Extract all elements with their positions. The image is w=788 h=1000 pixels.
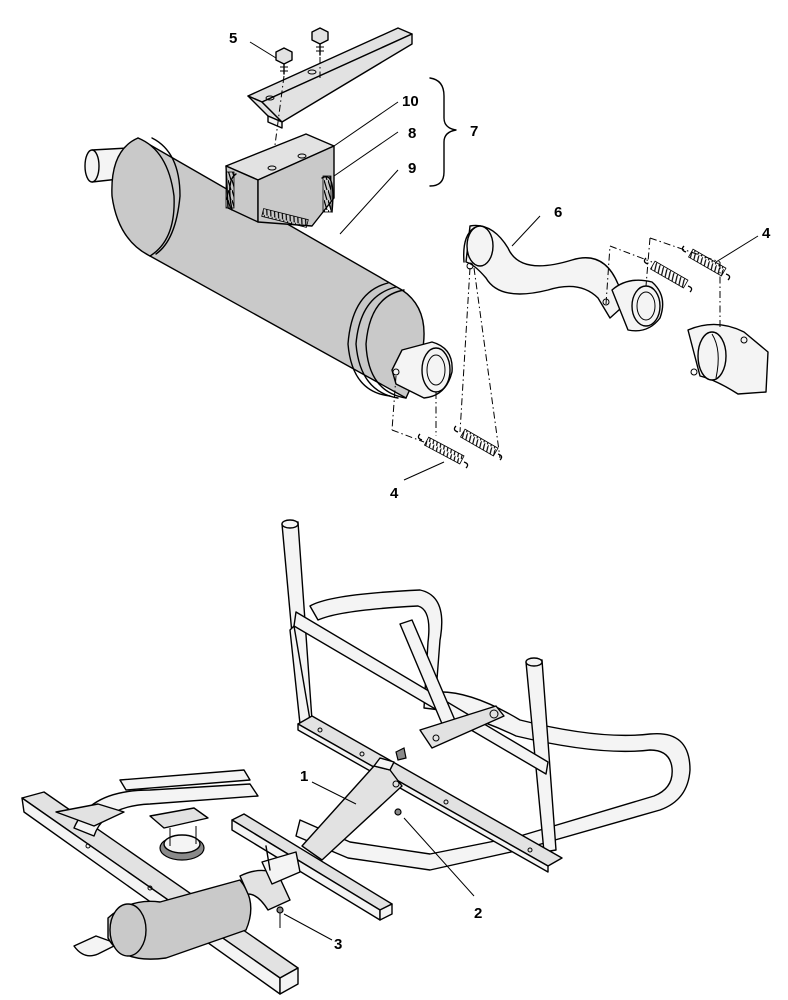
muffler-outlet bbox=[391, 341, 453, 399]
tailpipe bbox=[687, 323, 769, 395]
exhaust-spring bbox=[681, 245, 731, 281]
exhaust-spring bbox=[453, 425, 503, 461]
callout-5: 5 bbox=[229, 30, 237, 47]
bolt bbox=[311, 27, 329, 56]
callout-1: 1 bbox=[300, 768, 308, 785]
spring bbox=[322, 175, 332, 213]
spring bbox=[225, 171, 235, 209]
callout-7: 7 bbox=[470, 123, 478, 140]
secondary-frame-rail bbox=[231, 813, 393, 921]
callout-10: 10 bbox=[402, 93, 419, 110]
lower-hanger bbox=[265, 845, 284, 928]
leader-lines bbox=[283, 781, 475, 941]
muffler-mount-bracket bbox=[301, 757, 403, 861]
callout-4: 4 bbox=[390, 485, 399, 502]
exhaust-spring bbox=[643, 257, 693, 293]
callout-4: 4 bbox=[762, 225, 771, 242]
frame-angle-rail bbox=[297, 715, 563, 873]
lower-muffler bbox=[73, 851, 301, 960]
callout-2: 2 bbox=[474, 905, 482, 922]
callout-9: 9 bbox=[408, 160, 416, 177]
frame-upright bbox=[525, 657, 557, 853]
frame-crossbar bbox=[293, 611, 549, 775]
muffler-hanger-bracket bbox=[225, 133, 335, 228]
exhaust-spring bbox=[417, 433, 469, 469]
leader-lines bbox=[249, 41, 759, 481]
bolt bbox=[275, 47, 293, 75]
engine-mount bbox=[149, 807, 209, 861]
exhaust-pipe bbox=[463, 224, 664, 332]
upper-mounting-bracket bbox=[247, 27, 413, 129]
muffler bbox=[84, 137, 425, 399]
rail-plate bbox=[55, 803, 125, 827]
mounting-tab bbox=[395, 705, 505, 761]
callout-8: 8 bbox=[408, 125, 416, 142]
spring bbox=[261, 208, 309, 228]
callout-3: 3 bbox=[334, 936, 342, 953]
callout-6: 6 bbox=[554, 204, 562, 221]
group-bracket bbox=[429, 77, 457, 187]
spring-alignment-lines bbox=[391, 237, 721, 459]
